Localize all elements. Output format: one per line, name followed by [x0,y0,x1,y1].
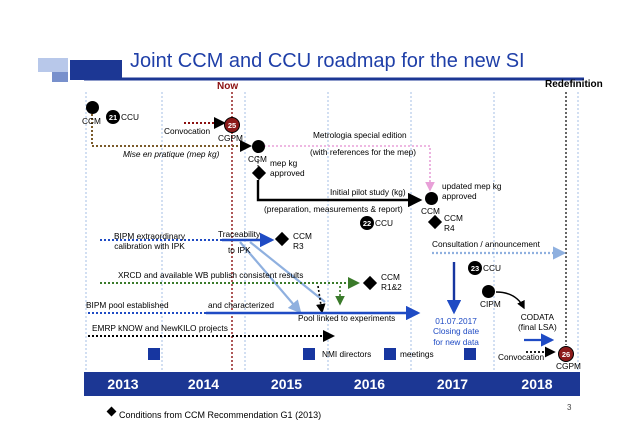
cgpm-26-badge: 26 [558,346,574,362]
r12-label: R1&2 [381,282,402,292]
and-characterized-label: and characterized [208,300,274,310]
meeting-square-2016 [384,348,396,360]
page-number: 3 [567,403,572,412]
ccm-2013-label: CCM [82,116,101,126]
meeting-square-2015 [303,348,315,360]
convocation-2014-label: Convocation [164,126,211,136]
xrcd-label: XRCD and available WB publish consistent… [118,270,304,280]
ccm-2017-label: CCM [421,206,440,216]
closing-date-label: 01.07.2017 Closing date for new data [433,316,480,347]
ccu-23-label: CCU [483,263,501,273]
traceability-label: Traceability [218,229,261,239]
now-marker: Now [217,81,239,92]
year-2014: 2014 [187,376,220,392]
metrologia-label-1: Metrologia special edition [313,130,407,140]
year-2016: 2016 [353,376,386,392]
nmi-directors-label: NMI directors [322,349,372,359]
r4-label: R4 [444,223,455,233]
initial-pilot-label: Initial pilot study (kg) [330,187,406,197]
ccm-2017-node [425,192,438,205]
year-gridlines [85,92,579,372]
metrologia-label-2: (with references for the mep) [310,147,417,157]
meetings-label: meetings [400,349,434,359]
slide-title: Joint CCM and CCU roadmap for the new SI [130,50,525,72]
ccm-r12-label: CCM [381,272,400,282]
ccm-2013-node [86,101,99,114]
redefinition-marker: Redefinition [545,79,603,90]
year-timeline: 2013 2014 2015 2016 2017 2018 [84,372,580,396]
cipm-label: CIPM [480,299,501,309]
year-2017: 2017 [436,376,469,392]
cgpm-25-label: CGPM [218,133,243,143]
updated-mep-label: updated mep kg approved [442,181,502,201]
pool-established-label: BIPM pool established [86,300,169,310]
cgpm-26-label: CGPM [556,361,581,371]
legend-text: Conditions from CCM Recommendation G1 (2… [119,410,322,420]
year-2018: 2018 [521,376,553,392]
ccu-22-label: CCU [375,218,393,228]
bipm-extraordinary-label: BIPM extraordinary calibration with IPK [114,231,186,252]
r3-label: R3 [293,241,304,251]
ccu-22-badge: 22 [360,216,374,230]
codata-label: CODATA (final LSA) [518,312,557,332]
cipm-node [482,285,495,298]
ccu-21-label: CCU [121,112,139,122]
meeting-square-2013 [148,348,160,360]
year-2013: 2013 [107,376,139,392]
ccu-23-badge: 23 [468,261,482,275]
cgpm-25-badge: 25 [224,117,240,133]
emrp-label: EMRP kNOW and NewKILO projects [92,323,228,333]
year-2015: 2015 [270,376,303,392]
convocation-2018-label: Convocation [498,352,545,362]
mise-en-pratique-label: Mise en pratique (mep kg) [123,149,220,159]
pool-linked-label: Pool linked to experiments [298,313,396,323]
ccm-2015-node [252,140,265,153]
ccu-21-badge: 21 [106,110,120,124]
ccm-r4-label: CCM [444,213,463,223]
mep-kg-approved-label: mep kg approved [270,158,305,178]
ccm-r3-label: CCM [293,231,312,241]
consultation-label: Consultation / announcement [432,239,540,249]
meeting-square-2017 [464,348,476,360]
ccm-2015-label: CCM [248,154,267,164]
preparation-label: (preparation, measurements & report) [264,204,403,214]
to-ipk-label: to IPK [228,245,251,255]
